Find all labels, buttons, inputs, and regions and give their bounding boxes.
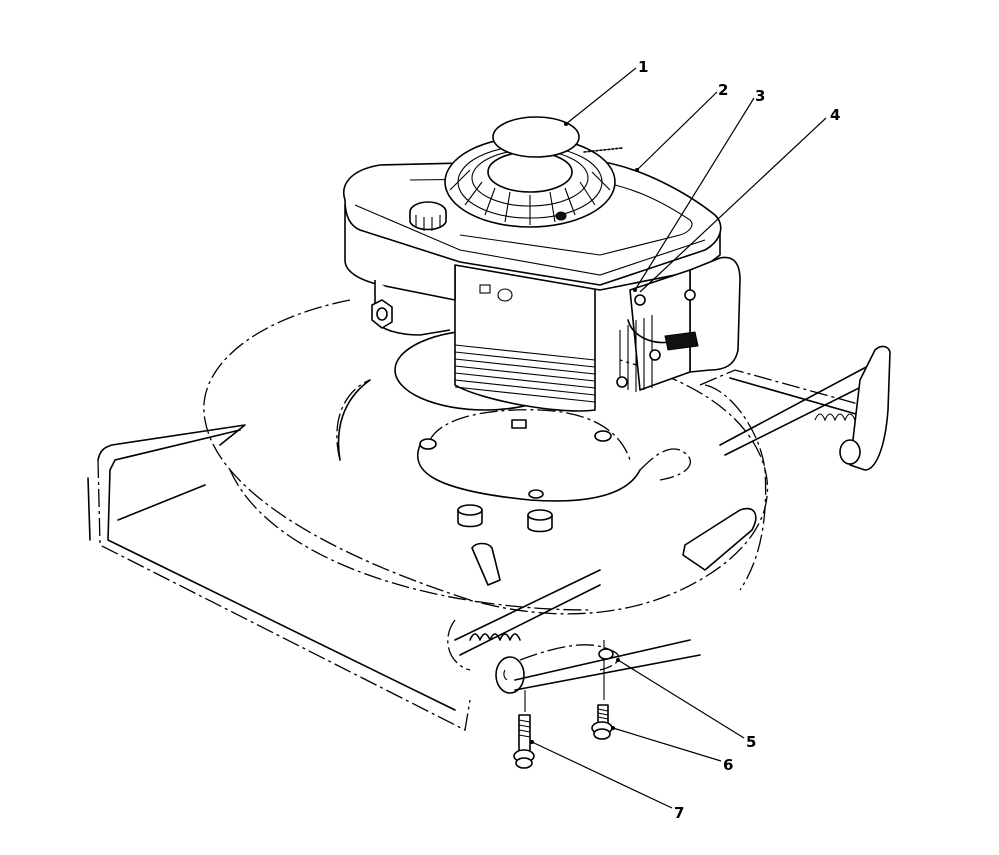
right-adjuster xyxy=(682,345,891,571)
callout-4: 4 xyxy=(830,106,841,124)
front-left-adjuster xyxy=(447,542,701,694)
callout-7: 7 xyxy=(674,804,685,822)
callout-5: 5 xyxy=(746,733,757,751)
adjust-bracket xyxy=(519,644,620,671)
callout-6: 6 xyxy=(723,756,734,774)
callout-2: 2 xyxy=(718,81,729,99)
bolt xyxy=(513,690,535,769)
mower-deck xyxy=(203,299,769,615)
callout-3: 3 xyxy=(755,87,766,105)
screw xyxy=(591,640,613,740)
engine xyxy=(343,116,741,429)
callout-1: 1 xyxy=(638,58,649,76)
leader-lines xyxy=(530,67,827,809)
engine-mount-ring xyxy=(416,409,692,533)
rear-handle-bracket xyxy=(87,424,471,731)
